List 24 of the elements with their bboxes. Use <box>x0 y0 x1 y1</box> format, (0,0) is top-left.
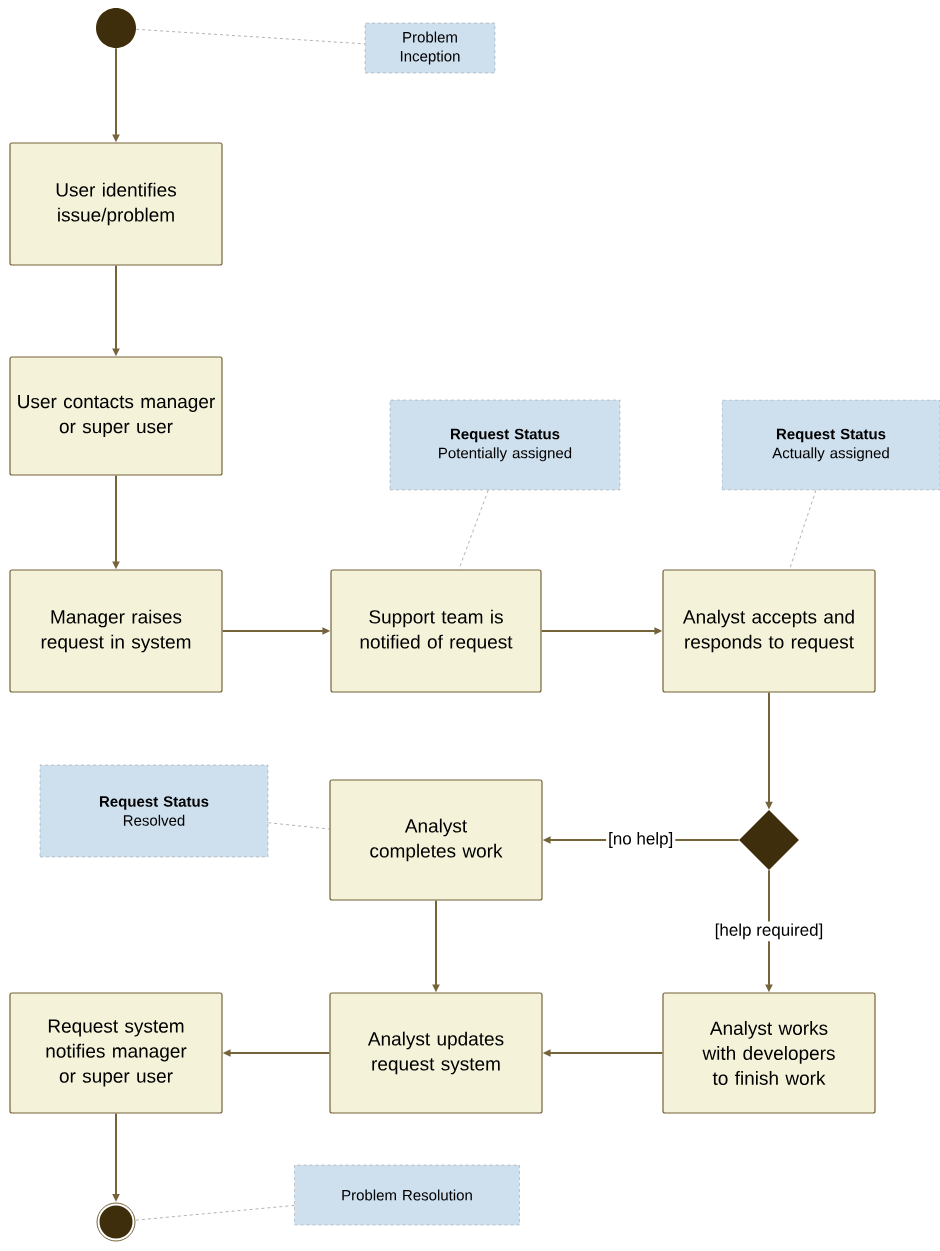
note-box: Request Status Potentially assigned <box>389 399 621 491</box>
end-bullseye <box>94 1200 138 1244</box>
leader-line <box>458 489 489 570</box>
action-box: Analyst updates request system <box>329 992 543 1114</box>
leader-line <box>135 29 366 45</box>
edge-label: [no help] <box>606 830 676 850</box>
action-box: Request system notifies manager or super user <box>9 992 223 1114</box>
leader-line <box>789 489 817 570</box>
note-box: Problem Resolution <box>294 1164 520 1226</box>
action-box: User identifies issue/problem <box>9 142 223 266</box>
edge-label: [help required] <box>712 921 826 942</box>
action-box: Manager raises request in system <box>9 569 223 693</box>
leader-line <box>267 822 330 830</box>
note-box: Request Status Actually assigned <box>721 399 940 491</box>
note-box: Request Status Resolved <box>39 764 269 858</box>
action-box: User contacts manager or super user <box>9 356 223 476</box>
note-box: Problem Inception <box>364 22 496 74</box>
action-box: Analyst works with developers to finish work <box>662 992 876 1114</box>
action-box: Support team is notified of request <box>330 569 542 693</box>
decision-diamond <box>739 810 799 870</box>
action-box: Analyst completes work <box>329 779 543 901</box>
start-dot <box>96 8 136 48</box>
leader-line <box>135 1205 295 1221</box>
action-box: Analyst accepts and responds to request <box>662 569 876 693</box>
